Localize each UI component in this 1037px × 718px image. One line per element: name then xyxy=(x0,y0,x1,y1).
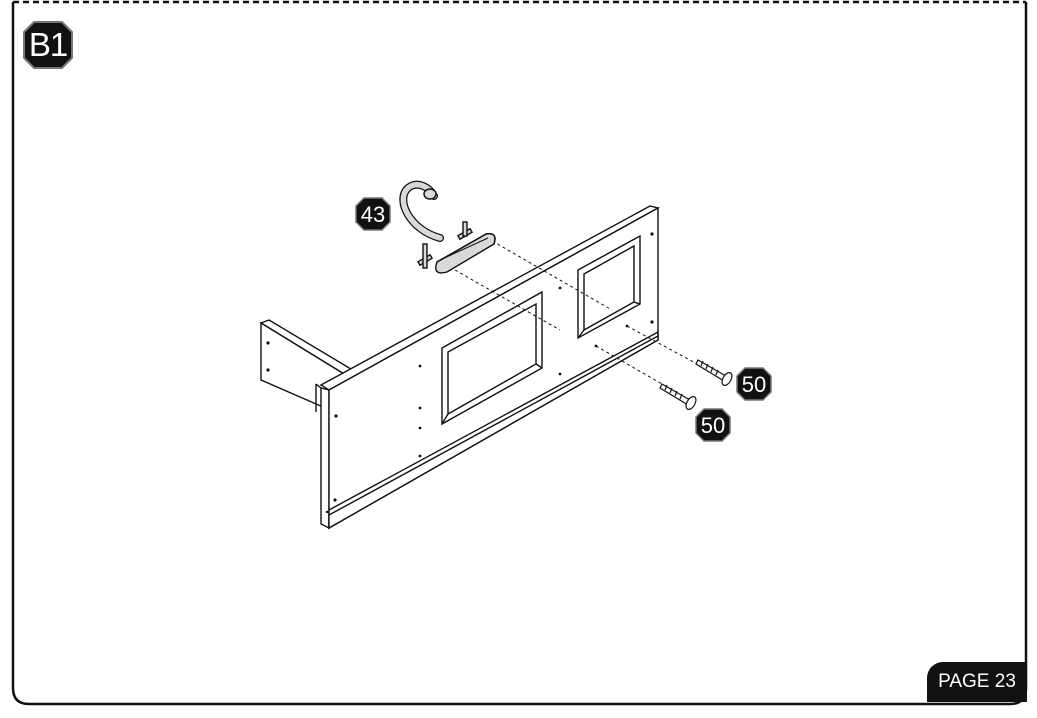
handle-part xyxy=(399,180,496,274)
part-callout-43: 43 xyxy=(355,197,391,231)
step-badge xyxy=(23,21,73,69)
screw-upper xyxy=(695,359,733,386)
page-number-tab: PAGE 23 xyxy=(927,662,1027,702)
step-label: B1 xyxy=(28,26,68,63)
screw-lower xyxy=(659,383,697,410)
part-callout-50-lower: 50 xyxy=(695,408,731,442)
part-callout-50-upper: 50 xyxy=(736,367,772,401)
part-number-50-lower: 50 xyxy=(701,413,725,438)
part-number-43: 43 xyxy=(361,202,385,227)
back-panel xyxy=(315,205,660,530)
part-number-50-upper: 50 xyxy=(742,372,766,397)
page-number-label: PAGE 23 xyxy=(938,671,1016,692)
